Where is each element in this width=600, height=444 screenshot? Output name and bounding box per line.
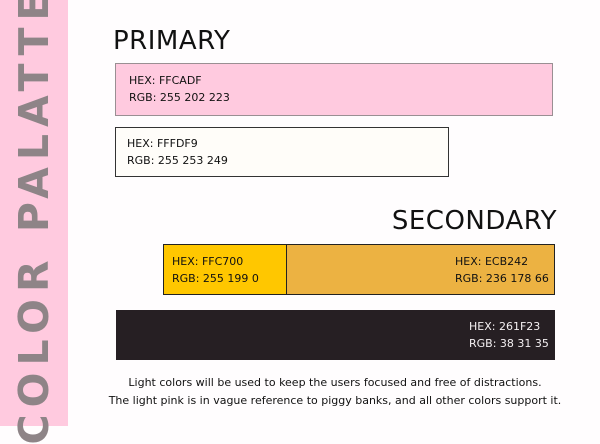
swatch-dark: HEX: 261F23 RGB: 38 31 35: [116, 310, 555, 360]
swatch-yellow: HEX: FFC700 RGB: 255 199 0: [163, 244, 287, 295]
swatch-off-white: HEX: FFFDF9 RGB: 255 253 249: [115, 127, 449, 177]
rgb-label: RGB: 255 253 249: [127, 154, 228, 167]
swatch-info: HEX: FFCADF RGB: 255 202 223: [129, 72, 230, 106]
hex-label: HEX: 261F23: [469, 320, 541, 333]
swatch-info: HEX: ECB242 RGB: 236 178 66: [455, 253, 549, 287]
caption-line-1: Light colors will be used to keep the us…: [128, 376, 542, 389]
swatch-info: HEX: 261F23 RGB: 38 31 35: [469, 318, 549, 352]
hex-label: HEX: FFC700: [172, 255, 244, 268]
secondary-heading: SECONDARY: [391, 206, 557, 236]
rgb-label: RGB: 255 199 0: [172, 272, 259, 285]
hex-label: HEX: ECB242: [455, 255, 529, 268]
rgb-label: RGB: 38 31 35: [469, 337, 549, 350]
hex-label: HEX: FFFDF9: [127, 137, 198, 150]
caption-line-2: The light pink is in vague reference to …: [108, 394, 562, 407]
swatch-pink: HEX: FFCADF RGB: 255 202 223: [115, 63, 553, 116]
rgb-label: RGB: 255 202 223: [129, 91, 230, 104]
sidebar-title: COLOR PALATTE: [10, 0, 58, 444]
hex-label: HEX: FFCADF: [129, 74, 202, 87]
swatch-gold: HEX: ECB242 RGB: 236 178 66: [286, 244, 555, 295]
caption: Light colors will be used to keep the us…: [104, 374, 566, 410]
rgb-label: RGB: 236 178 66: [455, 272, 549, 285]
primary-heading: PRIMARY: [113, 26, 231, 56]
sidebar: COLOR PALATTE: [0, 0, 68, 444]
swatch-info: HEX: FFFDF9 RGB: 255 253 249: [127, 135, 228, 169]
swatch-info: HEX: FFC700 RGB: 255 199 0: [172, 253, 259, 287]
